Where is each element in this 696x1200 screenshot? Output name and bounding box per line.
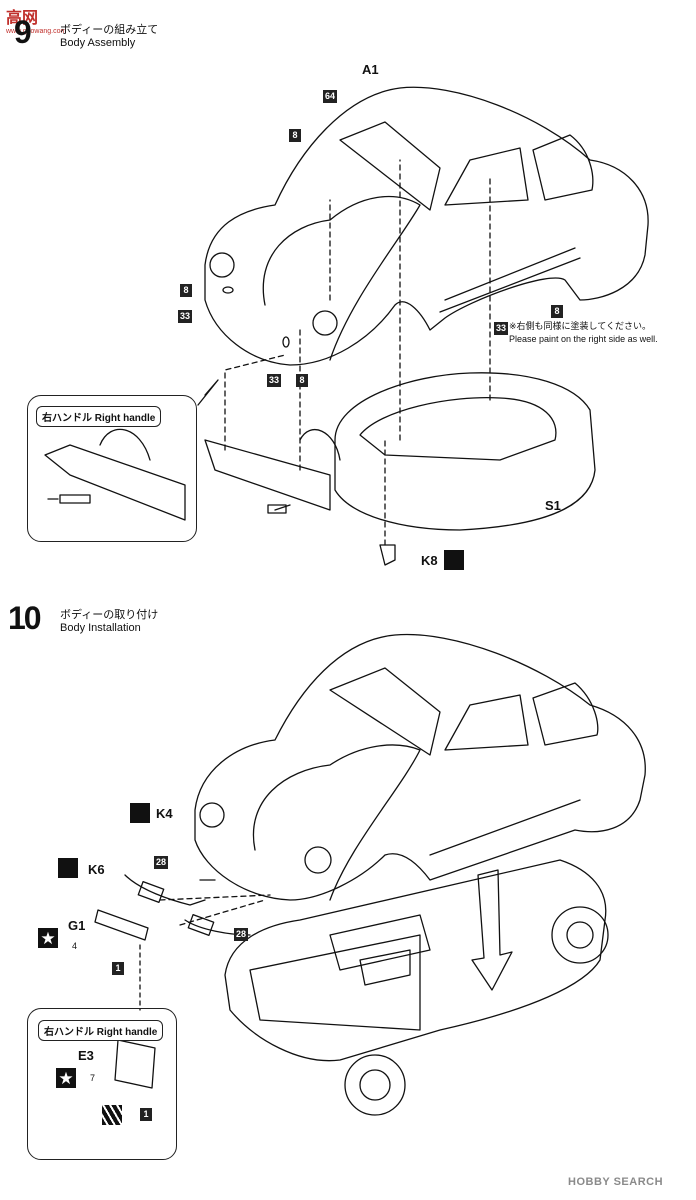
color-code-8: 8	[296, 374, 308, 387]
paint-note-jp: ※右側も同様に塗装してください。	[509, 321, 652, 331]
plating-icon	[102, 1105, 122, 1125]
step9-title-en: Body Assembly	[60, 37, 136, 49]
part-k8-label: K8	[421, 553, 438, 568]
part-a1-label: A1	[362, 62, 379, 77]
color-code-33: 33	[267, 374, 282, 387]
color-code-28: 28	[154, 856, 169, 869]
paint-note: ※右側も同様に塗装してください。 Please paint on the rig…	[509, 320, 694, 346]
color-code-8: 8	[289, 129, 301, 142]
right-handle-callout	[27, 1008, 177, 1160]
color-code-64: 64	[323, 90, 338, 103]
decal-star-icon: ★	[56, 1068, 76, 1088]
paint-note-en: Please paint on the right side as well.	[509, 334, 658, 344]
color-code-33: 33	[494, 322, 509, 335]
color-code-8: 8	[180, 284, 192, 297]
cement-icon	[130, 803, 150, 823]
step10-title-en: Body Installation	[60, 622, 141, 634]
cement-icon	[444, 550, 464, 570]
part-k6-label: K6	[88, 862, 105, 877]
color-code-8: 8	[551, 305, 563, 318]
step9-number: 9	[14, 14, 32, 50]
part-e3-label: E3	[78, 1048, 94, 1063]
right-handle-callout	[27, 395, 197, 542]
decal-star-icon: ★	[38, 928, 58, 948]
step10-number: 10	[8, 600, 42, 636]
color-code-33: 33	[178, 310, 193, 323]
step10-title-jp: ボディーの取り付け	[60, 609, 159, 621]
part-g1-label: G1	[68, 918, 86, 933]
color-code-7: 7	[90, 1073, 96, 1083]
cement-icon	[58, 858, 78, 878]
part-k4-label: K4	[156, 806, 173, 821]
watermark-logo: 高网	[6, 10, 39, 27]
color-code-4: 4	[72, 941, 78, 951]
watermark: 高网 www.gaowang.com	[6, 4, 66, 35]
color-code-1: 1	[140, 1108, 152, 1121]
step9-title-jp: ボディーの組み立て	[60, 24, 159, 36]
color-code-1: 1	[112, 962, 124, 975]
color-code-28: 28	[234, 928, 249, 941]
watermark-url: www.gaowang.com	[6, 28, 67, 35]
right-handle-label: 右ハンドル Right handle	[36, 406, 162, 427]
part-s1-label: S1	[545, 498, 561, 513]
right-handle-label: 右ハンドル Right handle	[38, 1020, 164, 1041]
hobby-search-logo: HOBBY SEARCH	[568, 1176, 664, 1188]
